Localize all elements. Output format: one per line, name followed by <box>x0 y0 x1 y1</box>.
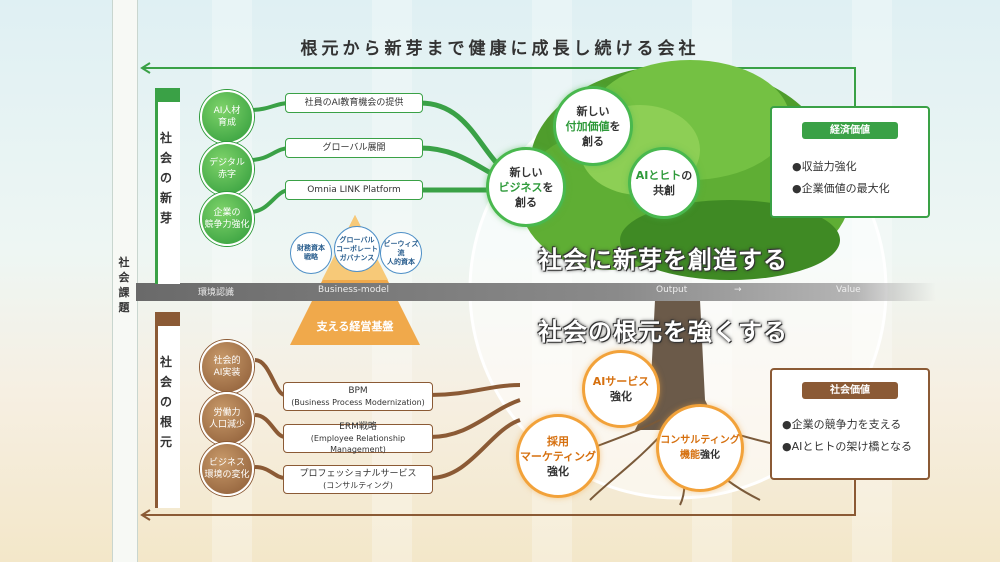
initiative-omnia-link: Omnia LINK Platform <box>285 180 423 200</box>
upper-side-title: 社会の新芽 <box>159 131 172 225</box>
social-value-header: 社会価値 <box>802 382 898 399</box>
top-feedback-arrow <box>142 67 856 110</box>
lower-side-panel <box>155 312 180 508</box>
business-model-band: 環境認識 Business-model Output → Value <box>136 283 936 301</box>
circle-recruit-marketing: 採用マーケティング強化 <box>516 414 600 498</box>
initiative-erm: ERM戦略(Employee Relationship Management) <box>283 422 433 454</box>
initiative-global: グローバル展開 <box>285 138 423 158</box>
circle-new-business: 新しいビジネスを創る <box>486 147 566 227</box>
economic-value-box: 経済価値 ●収益力強化 ●企業価値の最大化 <box>770 106 930 218</box>
pillar-finance: 財務資本戦略 <box>290 232 332 274</box>
economic-value-header: 経済価値 <box>802 122 898 139</box>
bottom-feedback-arrow <box>142 480 856 516</box>
social-value-box: 社会価値 ●企業の競争力を支える ●AIとヒトの架け橋となる <box>770 368 930 480</box>
initiative-professional: プロフェッショナルサービス(コンサルティング) <box>283 465 433 494</box>
upper-side-panel <box>155 88 180 284</box>
headline-top: 社会に新芽を創造する <box>538 246 788 274</box>
foundation-label: 支える経営基盤 <box>316 320 394 333</box>
page-title: 根元から新芽まで健康に成長し続ける会社 <box>300 39 700 59</box>
pillar-governance: グローバルコーポレートガバナンス <box>334 226 380 272</box>
circle-added-value: 新しい付加価値を創る <box>553 86 633 166</box>
social-issues-bar <box>112 0 138 562</box>
issue-circle-labor-decline: 労働力人口減少 <box>200 392 254 446</box>
circle-consulting: コンサルティング機能強化 <box>656 404 744 492</box>
initiative-bpm: BPM(Business Process Modernization) <box>283 382 433 411</box>
pillar-human-capital: ビーウィズ流人的資本 <box>380 232 422 274</box>
lower-side-title: 社会の根元 <box>159 355 172 449</box>
issue-circle-competitiveness: 企業の競争力強化 <box>200 192 254 246</box>
initiative-ai-education: 社員のAI教育機会の提供 <box>285 93 423 113</box>
social-issues-label: 社会課題 <box>118 256 130 314</box>
issue-circle-business-change: ビジネス環境の変化 <box>200 442 254 496</box>
circle-ai-human-cocreation: AIとヒトの共創 <box>628 147 700 219</box>
issue-circle-digital-deficit: デジタル赤字 <box>200 142 254 196</box>
circle-ai-service: AIサービス強化 <box>582 350 660 428</box>
headline-bottom: 社会の根元を強くする <box>538 318 788 346</box>
issue-circle-ai-talent: AI人材育成 <box>200 90 254 144</box>
